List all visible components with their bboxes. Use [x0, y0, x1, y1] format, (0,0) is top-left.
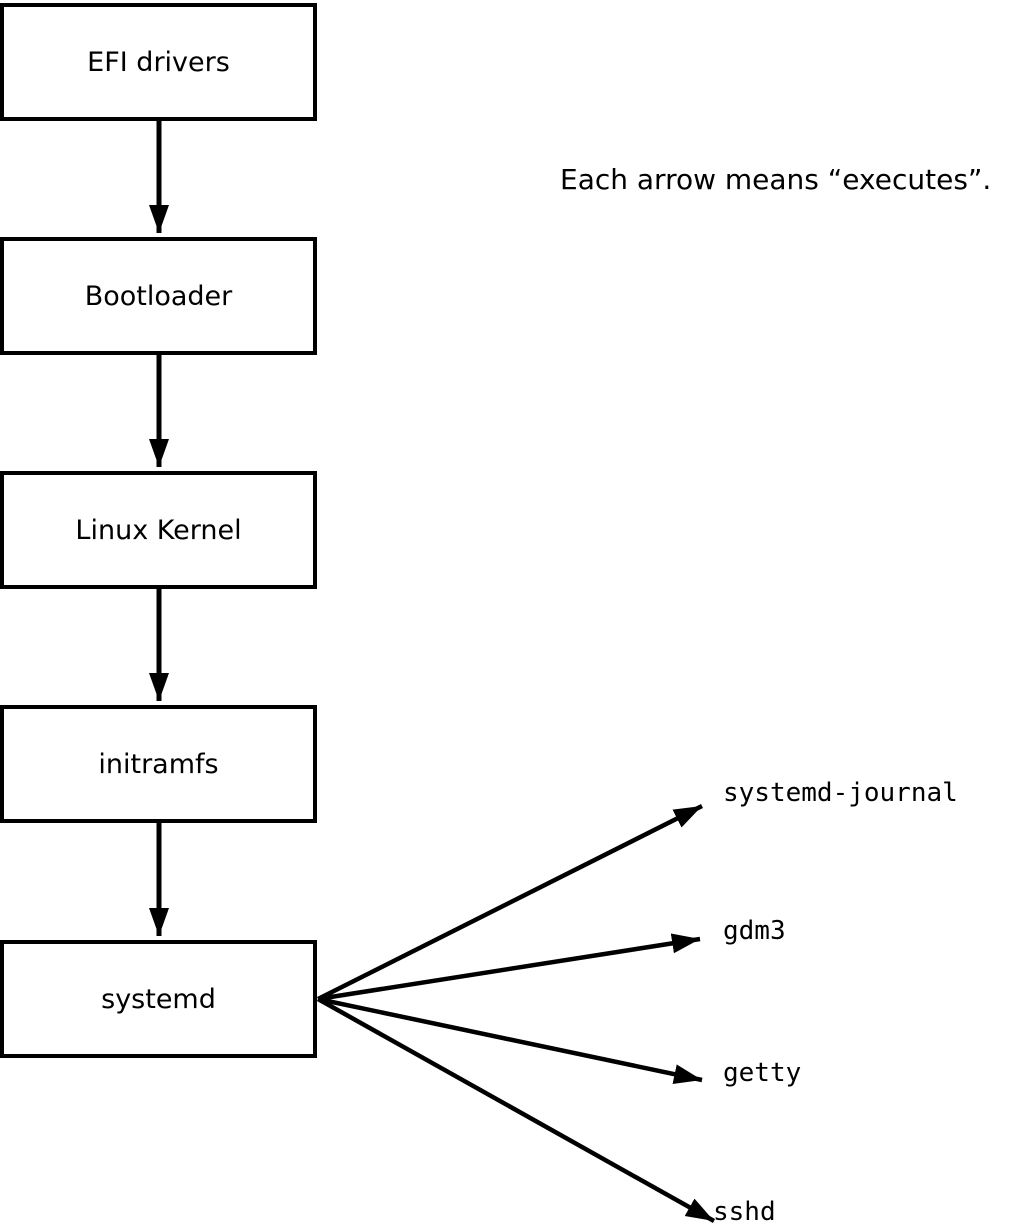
label-gdm3: gdm3 [723, 916, 786, 946]
label-getty: getty [723, 1058, 802, 1088]
label-sshd: sshd [713, 1197, 776, 1227]
box-linux-kernel: Linux Kernel [0, 471, 317, 589]
arrow-systemd-to-journal [316, 803, 704, 1002]
arrow-systemd-to-gdm3 [317, 933, 701, 1002]
box-efi-drivers: EFI drivers [0, 3, 317, 121]
annotation-text: Each arrow means “executes”. [560, 163, 992, 196]
box-bootloader: Bootloader [0, 237, 317, 355]
box-efi-drivers-label: EFI drivers [87, 46, 230, 78]
box-initramfs-label: initramfs [98, 748, 219, 780]
box-bootloader-label: Bootloader [84, 280, 233, 312]
box-systemd: systemd [0, 940, 317, 1058]
box-linux-kernel-label: Linux Kernel [75, 514, 242, 546]
box-initramfs: initramfs [0, 705, 317, 823]
arrow-systemd-to-getty [317, 996, 703, 1085]
arrow-systemd-to-sshd [316, 997, 716, 1223]
box-systemd-label: systemd [101, 983, 216, 1015]
label-systemd-journal: systemd-journal [723, 778, 958, 808]
